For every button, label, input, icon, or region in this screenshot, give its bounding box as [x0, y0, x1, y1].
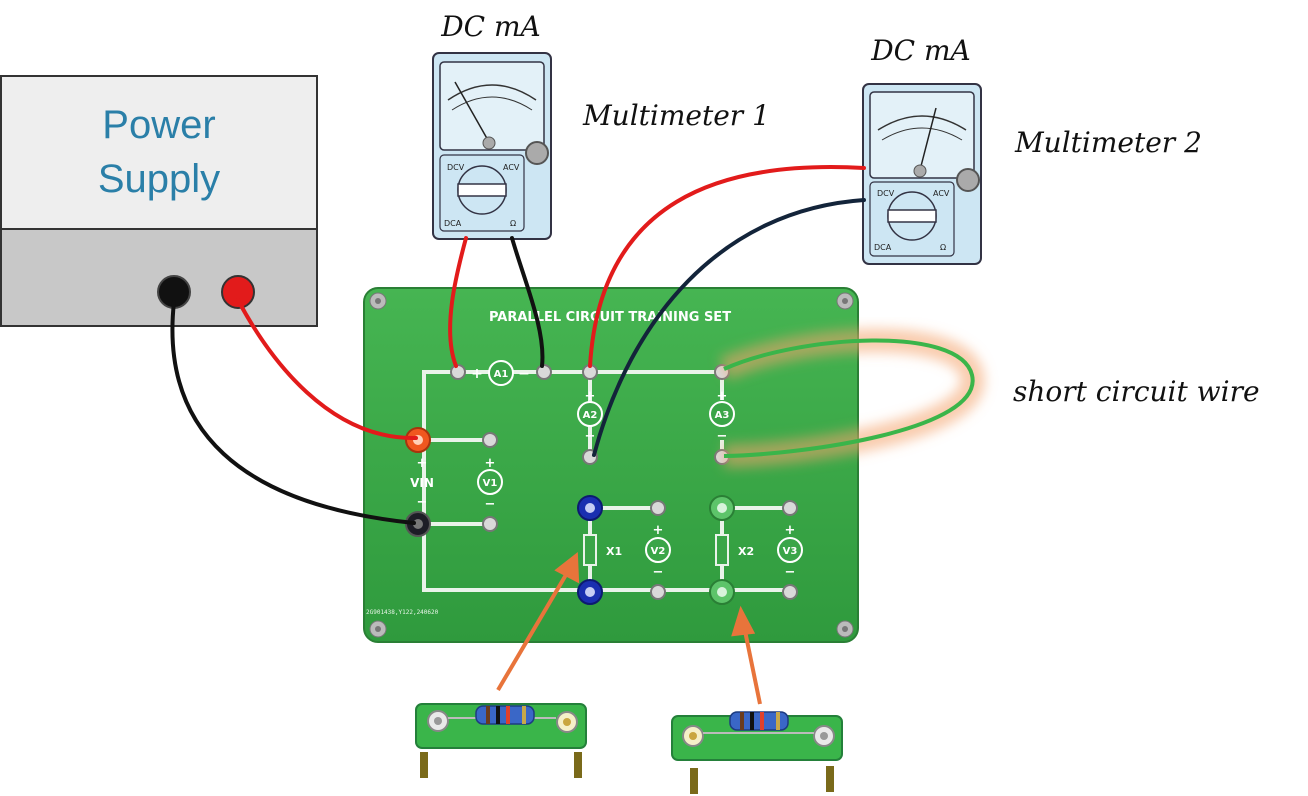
short-circuit-wire-label: short circuit wire [1013, 375, 1260, 408]
x1-top-jack[interactable] [578, 496, 602, 520]
svg-text:−: − [417, 495, 428, 510]
svg-text:DCA: DCA [444, 219, 462, 228]
power-supply-label-line1: Power [102, 103, 215, 147]
svg-text:ACV: ACV [933, 189, 950, 198]
svg-text:A1: A1 [494, 369, 509, 380]
x1-label: X1 [606, 545, 622, 558]
svg-text:A2: A2 [583, 410, 598, 421]
x1-bottom-jack[interactable] [578, 580, 602, 604]
x2-bottom-jack[interactable] [710, 580, 734, 604]
post-v2-plus[interactable] [651, 501, 665, 515]
resistor-module-2[interactable] [672, 712, 842, 794]
screw-icon [370, 293, 386, 309]
svg-text:+: + [417, 456, 428, 471]
svg-text:−: − [518, 366, 530, 382]
meter2-name-label: Multimeter 2 [1014, 126, 1202, 159]
meter2-unit-label: DC mA [870, 34, 971, 67]
resistor-module-1[interactable] [416, 704, 586, 778]
meter2-zero-knob[interactable] [957, 169, 979, 191]
post-v3-plus[interactable] [783, 501, 797, 515]
screw-icon [370, 621, 386, 637]
board-title: PARALLEL CIRCUIT TRAINING SET [489, 310, 731, 325]
resistor-x1-symbol [584, 535, 596, 565]
svg-text:DCV: DCV [877, 189, 895, 198]
svg-text:−: − [485, 497, 496, 512]
multimeter-1: DCV ACV DCA Ω [433, 53, 551, 239]
screw-icon [837, 293, 853, 309]
svg-text:V1: V1 [483, 478, 498, 489]
post-v1-minus[interactable] [483, 517, 497, 531]
svg-text:−: − [653, 565, 664, 580]
meter1-zero-knob[interactable] [526, 142, 548, 164]
svg-text:DCA: DCA [874, 243, 892, 252]
x2-label: X2 [738, 545, 754, 558]
svg-text:+: + [785, 523, 796, 538]
svg-text:+: + [485, 456, 496, 471]
svg-text:Ω: Ω [510, 219, 516, 228]
meter1-unit-label: DC mA [440, 10, 541, 43]
multimeter-2: DCV ACV DCA Ω [863, 84, 981, 264]
svg-text:Ω: Ω [940, 243, 946, 252]
svg-text:V3: V3 [783, 546, 798, 557]
post-v1-plus[interactable] [483, 433, 497, 447]
power-supply-label-line2: Supply [98, 157, 220, 201]
svg-text:VIN: VIN [410, 476, 434, 490]
x2-top-jack[interactable] [710, 496, 734, 520]
power-supply: Power Supply [1, 76, 317, 326]
svg-text:A3: A3 [715, 410, 730, 421]
screw-icon [837, 621, 853, 637]
post-v2-minus[interactable] [651, 585, 665, 599]
svg-text:DCV: DCV [447, 163, 465, 172]
svg-text:−: − [785, 565, 796, 580]
resistor-x2-symbol [716, 535, 728, 565]
svg-text:ACV: ACV [503, 163, 520, 172]
post-a1-plus[interactable] [451, 365, 465, 379]
svg-text:+: + [653, 523, 664, 538]
post-v3-minus[interactable] [783, 585, 797, 599]
svg-text:V2: V2 [651, 546, 666, 557]
svg-text:−: − [585, 429, 596, 444]
svg-text:+: + [471, 366, 483, 382]
svg-text:−: − [717, 429, 728, 444]
board-serial: 2G901438,Y122,240620 [366, 609, 439, 616]
post-a1-minus[interactable] [537, 365, 551, 379]
meter1-name-label: Multimeter 1 [582, 99, 770, 132]
